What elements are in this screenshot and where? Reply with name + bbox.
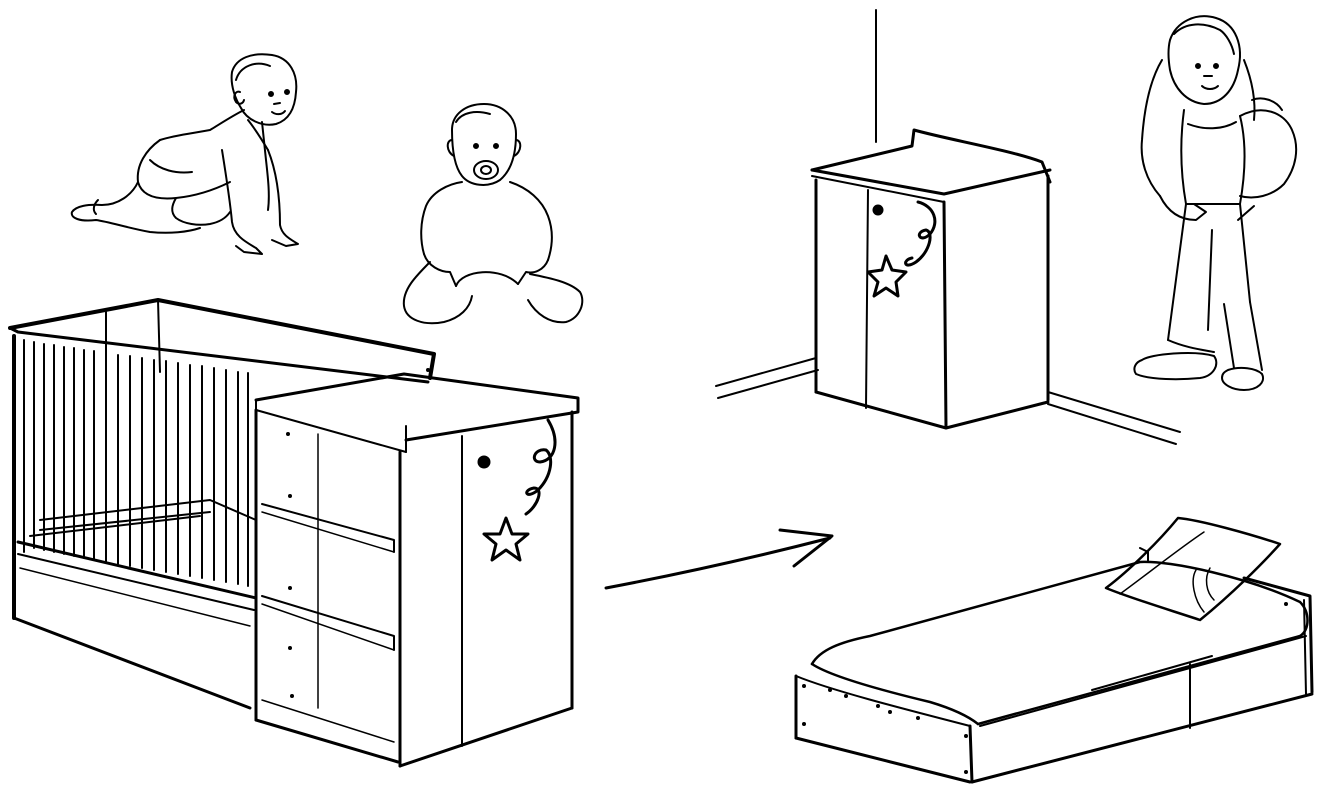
bed-icon xyxy=(796,518,1312,782)
standing-child-icon xyxy=(1134,16,1296,390)
sitting-baby-icon xyxy=(404,104,583,323)
cabinet-icon xyxy=(716,10,1180,444)
arrow-right-icon xyxy=(606,530,832,588)
convertible-cot-icon xyxy=(10,300,578,766)
crawling-baby-icon xyxy=(72,54,298,254)
